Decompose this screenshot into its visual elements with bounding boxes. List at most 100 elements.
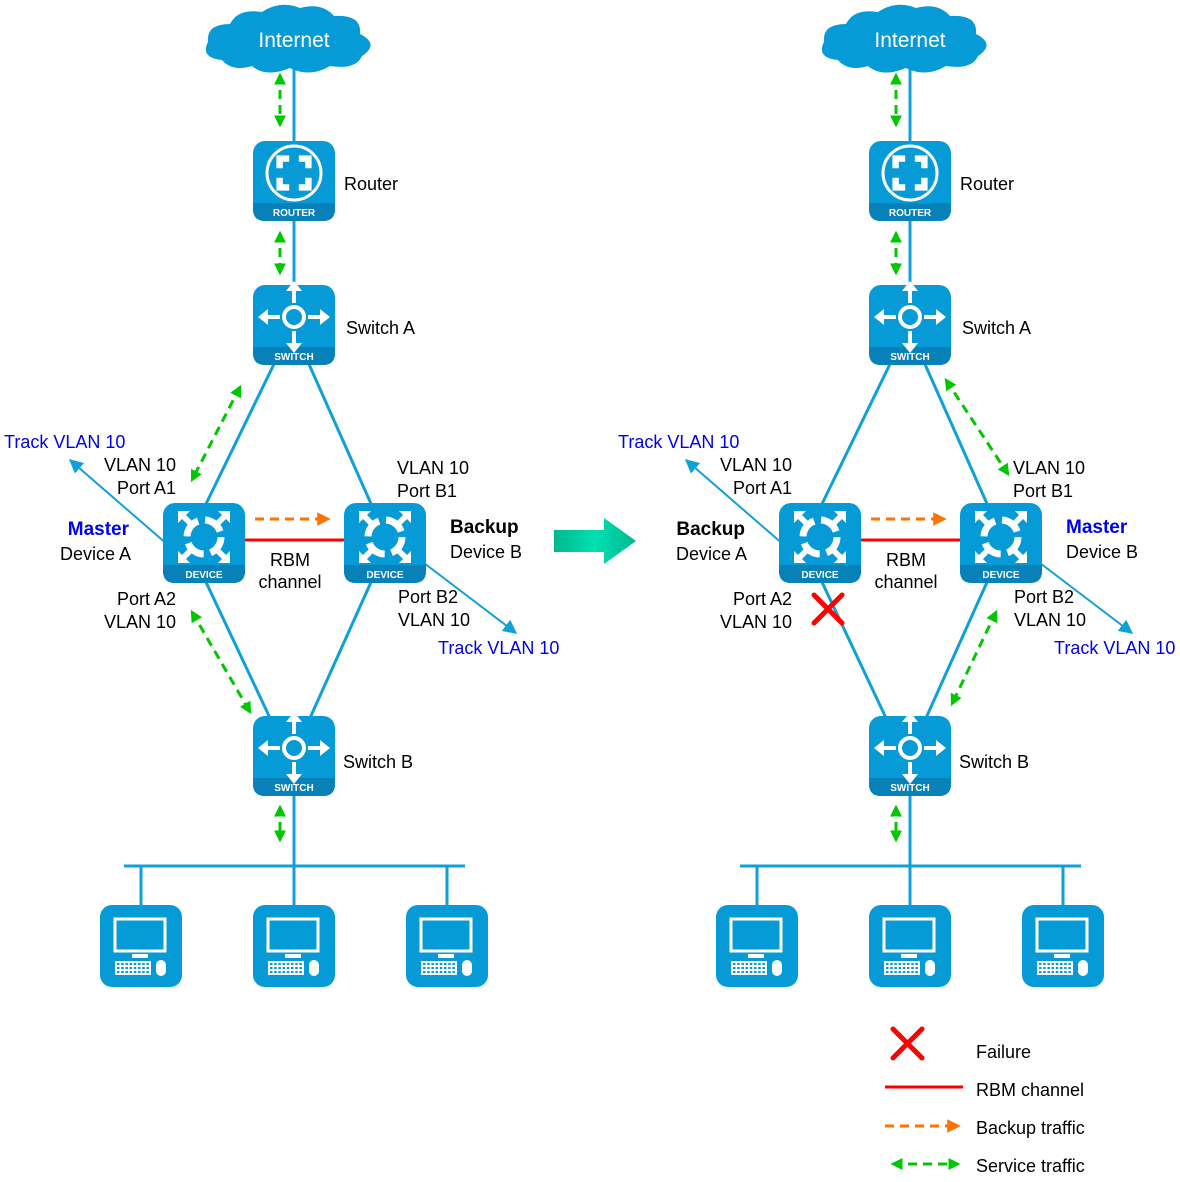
device-type-badge: DEVICE: [801, 570, 839, 581]
port-a1-label: Port A1: [117, 478, 176, 498]
internet-label: Internet: [874, 29, 945, 52]
switch-a-node[interactable]: SWITCH: [869, 281, 951, 365]
legend-backup-label: Backup traffic: [976, 1118, 1085, 1138]
link-device-a-switch-b: [203, 579, 272, 719]
pc-icon: [1035, 917, 1089, 976]
switch-b-node[interactable]: SWITCH: [253, 712, 335, 796]
host-pc-3[interactable]: [406, 905, 488, 987]
link-device-b-switch-b: [924, 579, 990, 719]
port-b2-vlan: VLAN 10: [398, 610, 470, 630]
pc-icon: [113, 917, 167, 976]
device-type-badge: DEVICE: [366, 570, 404, 581]
device-b-name: Device B: [450, 542, 522, 562]
switch-b-label: Switch B: [959, 752, 1029, 772]
device-type-badge: SWITCH: [890, 352, 929, 363]
device-type-badge: SWITCH: [890, 783, 929, 794]
device-type-badge: DEVICE: [982, 570, 1020, 581]
port-b2-label: Port B2: [1014, 587, 1074, 607]
device-a-node[interactable]: DEVICE: [163, 503, 245, 583]
link-switch-a-device-b: [306, 361, 374, 507]
device-a-name: Device A: [676, 544, 747, 564]
router-icon: [265, 144, 323, 202]
pc-icon: [419, 917, 473, 976]
device-b-role: Master: [1066, 517, 1128, 538]
device-type-badge: SWITCH: [274, 352, 313, 363]
track-vlan-device-a: Track VLAN 10: [618, 432, 739, 452]
device-b-node[interactable]: DEVICE: [344, 503, 426, 583]
internet-cloud[interactable]: Internet: [821, 4, 987, 73]
track-arrow-device-b: [1035, 559, 1134, 634]
device-a-name: Device A: [60, 544, 131, 564]
switch-icon: [874, 712, 946, 784]
port-b1-vlan: VLAN 10: [397, 458, 469, 478]
legend-service-label: Service traffic: [976, 1156, 1085, 1176]
port-a1-vlan: VLAN 10: [720, 455, 792, 475]
switch-a-node[interactable]: SWITCH: [253, 281, 335, 365]
device-type-badge: DEVICE: [185, 570, 223, 581]
device-a-role: Master: [68, 519, 130, 540]
service-arrow-device-a-switch-b: [190, 609, 252, 715]
track-vlan-device-b: Track VLAN 10: [1054, 638, 1175, 658]
device-a-role: Backup: [676, 519, 745, 540]
link-device-b-switch-b: [308, 579, 374, 719]
device-type-badge: ROUTER: [889, 208, 932, 219]
host-pc-1[interactable]: [100, 905, 182, 987]
switch-a-label: Switch A: [346, 318, 415, 338]
router-node[interactable]: ROUTER: [253, 141, 335, 221]
port-a2-vlan: VLAN 10: [720, 612, 792, 632]
pc-icon: [266, 917, 320, 976]
port-b2-label: Port B2: [398, 587, 458, 607]
track-arrow-device-b: [419, 559, 518, 634]
link-switch-a-device-b: [922, 361, 990, 507]
track-vlan-device-b: Track VLAN 10: [438, 638, 559, 658]
host-pc-1[interactable]: [716, 905, 798, 987]
device-b-node[interactable]: DEVICE: [960, 503, 1042, 583]
legend-failure-icon: [890, 1026, 925, 1061]
rbm-label-line2: channel: [874, 572, 937, 592]
host-pc-2[interactable]: [253, 905, 335, 987]
legend: Failure RBM channel Backup traffic Servi…: [885, 1026, 1085, 1176]
router-label: Router: [960, 174, 1014, 194]
router-node[interactable]: ROUTER: [869, 141, 951, 221]
service-arrow-switch-a-device-a: [190, 384, 242, 483]
pc-icon: [882, 917, 936, 976]
rbm-label-line2: channel: [258, 572, 321, 592]
port-a2-label: Port A2: [117, 589, 176, 609]
internet-cloud[interactable]: Internet: [205, 4, 371, 73]
device-type-badge: ROUTER: [273, 208, 316, 219]
port-a2-vlan: VLAN 10: [104, 612, 176, 632]
router-label: Router: [344, 174, 398, 194]
host-pc-3[interactable]: [1022, 905, 1104, 987]
port-b1-label: Port B1: [397, 481, 457, 501]
port-a2-label: Port A2: [733, 589, 792, 609]
link-switch-a-device-a: [819, 361, 893, 507]
device-type-badge: SWITCH: [274, 783, 313, 794]
device-a-node[interactable]: DEVICE: [779, 503, 861, 583]
track-vlan-device-a: Track VLAN 10: [4, 432, 125, 452]
track-arrow-device-a: [684, 459, 785, 546]
service-arrow-device-b-switch-b: [950, 609, 998, 707]
device-b-name: Device B: [1066, 542, 1138, 562]
port-a1-label: Port A1: [733, 478, 792, 498]
pc-icon: [729, 917, 783, 976]
switch-b-label: Switch B: [343, 752, 413, 772]
port-a1-vlan: VLAN 10: [104, 455, 176, 475]
switch-a-label: Switch A: [962, 318, 1031, 338]
port-b1-vlan: VLAN 10: [1013, 458, 1085, 478]
link-device-a-switch-b: [819, 579, 888, 719]
device-b-role: Backup: [450, 517, 519, 538]
switch-icon: [258, 281, 330, 353]
switch-b-node[interactable]: SWITCH: [869, 712, 951, 796]
legend-rbm-label: RBM channel: [976, 1080, 1084, 1100]
service-arrow-switch-a-device-b: [944, 377, 1010, 477]
rbm-label-line1: RBM: [270, 550, 310, 570]
router-icon: [881, 144, 939, 202]
track-arrow-device-a: [68, 459, 169, 546]
host-pc-2[interactable]: [869, 905, 951, 987]
port-b2-vlan: VLAN 10: [1014, 610, 1086, 630]
internet-label: Internet: [258, 29, 329, 52]
switch-icon: [258, 712, 330, 784]
